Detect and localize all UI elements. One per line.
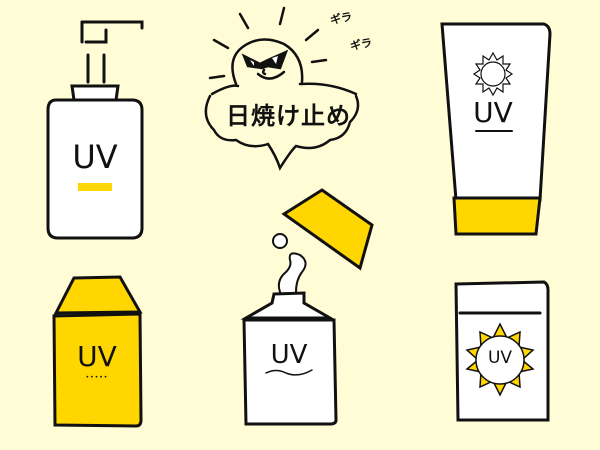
tube-label: UV [473, 96, 513, 129]
yellow-box [52, 275, 143, 428]
open-bottle [240, 188, 374, 426]
sun-character-icon [204, 6, 360, 171]
title-text: 日焼け止め [226, 102, 351, 130]
yellow-box-label: UV [77, 340, 117, 373]
sun-icon [465, 322, 535, 397]
box-with-sun-label: UV [487, 348, 513, 368]
pump-bottle [46, 20, 144, 240]
pump-bottle-label: UV [72, 138, 118, 176]
sun-outline-icon [472, 51, 514, 97]
yellow-box-sublabel: ••••• [85, 374, 109, 381]
tube [440, 22, 552, 236]
open-bottle-label: UV [270, 340, 308, 370]
